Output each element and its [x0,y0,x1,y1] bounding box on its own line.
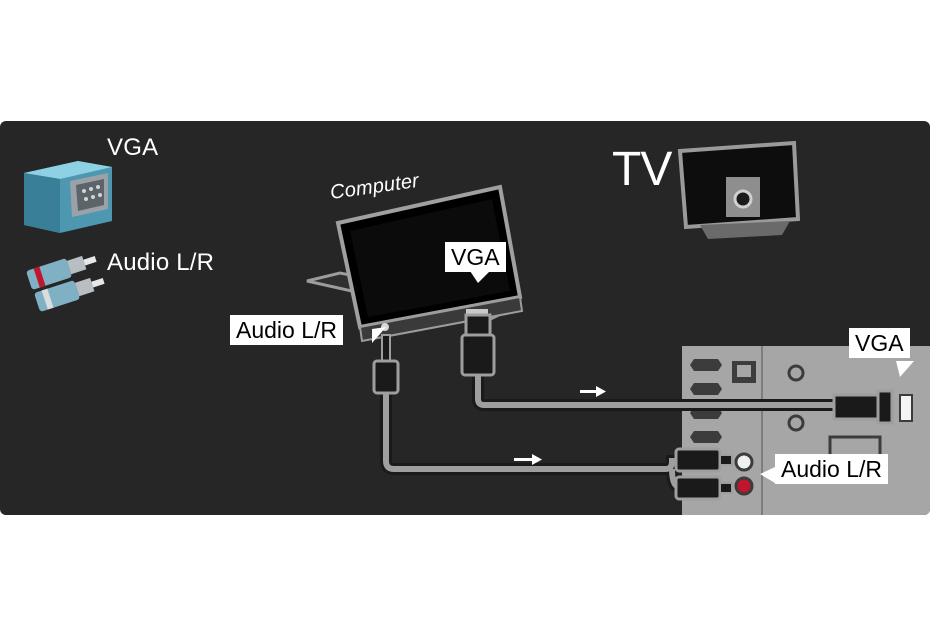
callout-tv-vga: VGA [849,328,910,358]
legend-vga-label: VGA [107,136,158,160]
arrow-right-icon [514,386,606,465]
connection-diagram: VGA Audio L/R TV Computer VGA Audio L/R … [0,121,930,515]
rca-plug-icon [26,249,107,312]
tv-label: TV [612,146,671,194]
callout-laptop-vga: VGA [445,242,506,272]
audio-cable [374,335,732,499]
tv-icon [680,143,798,239]
callout-laptop-audio: Audio L/R [230,315,343,345]
callout-tv-audio: Audio L/R [775,454,888,484]
vga-connector-icon [24,161,112,233]
legend-audio-label: Audio L/R [107,251,214,275]
